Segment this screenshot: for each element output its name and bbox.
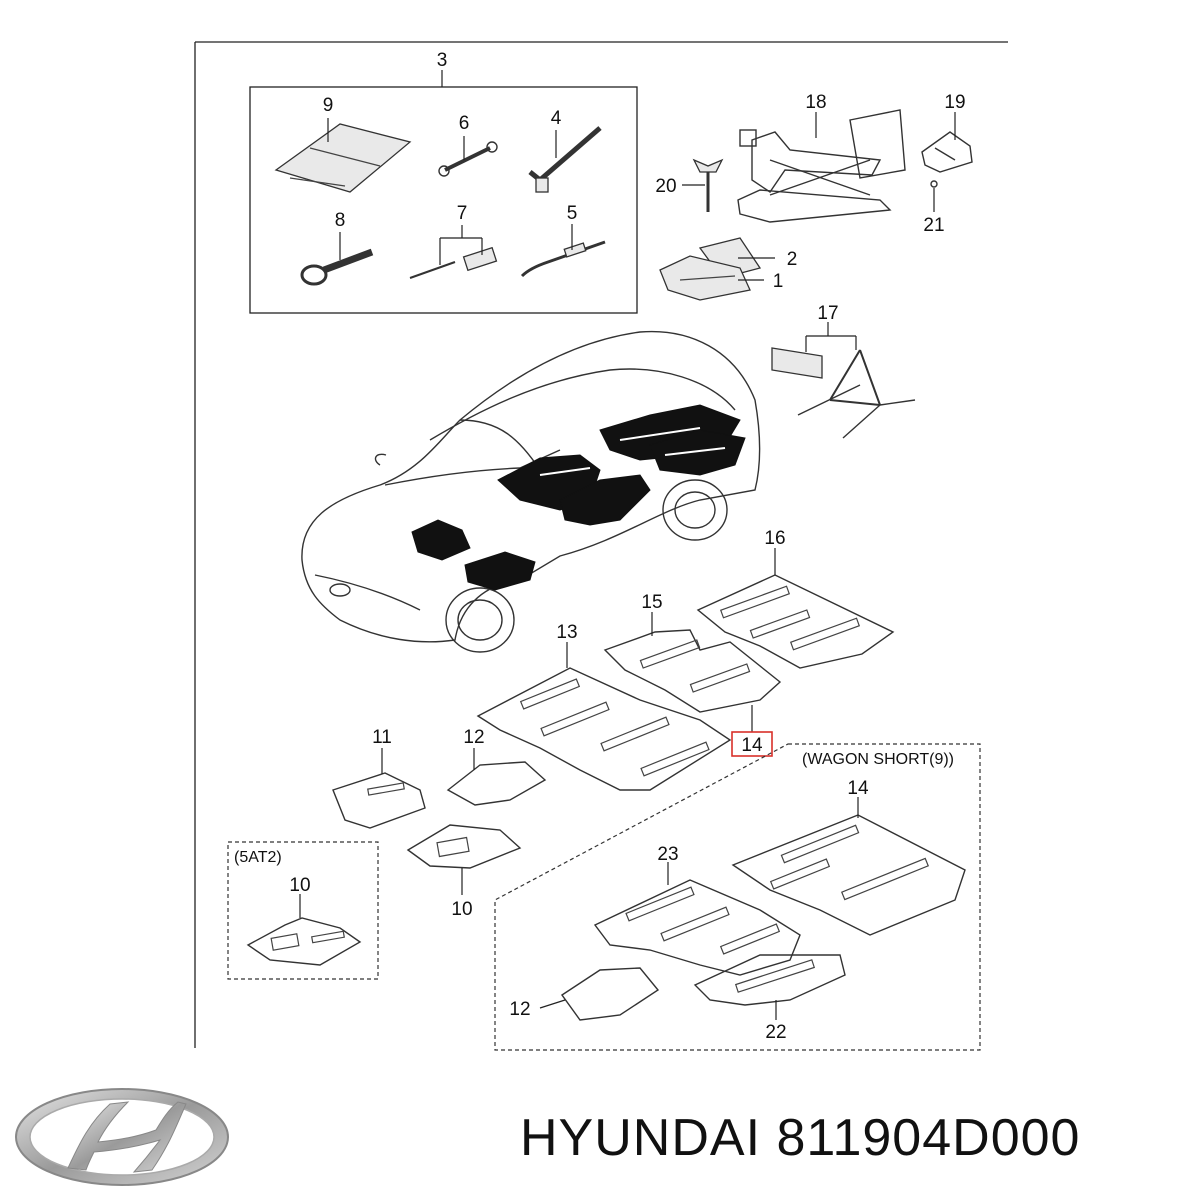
callout-11: 11 <box>372 727 392 748</box>
wrench-part <box>438 141 498 177</box>
mat-12-wagon-part <box>561 967 660 1021</box>
diagram-canvas: 3 9 6 4 8 7 5 <box>194 41 1008 1051</box>
callout-14-highlighted: 14 <box>741 735 763 756</box>
mat-23-part <box>593 879 801 976</box>
callout-9: 9 <box>323 95 334 116</box>
callout-12-wagon: 12 <box>509 999 530 1020</box>
brand-label: HYUNDAI 811904D000 <box>520 1108 1190 1168</box>
mat-16-part <box>696 574 895 669</box>
warning-triangle-part <box>771 347 916 439</box>
callout-16: 16 <box>764 528 785 549</box>
jack-part <box>737 109 906 223</box>
callout-3: 3 <box>437 50 448 71</box>
callout-23: 23 <box>657 844 678 865</box>
gloves-part <box>659 237 762 301</box>
callout-18: 18 <box>805 92 826 113</box>
callout-12: 12 <box>463 727 484 748</box>
at2-note: (5AT2) <box>234 849 282 866</box>
wheel-wrench-part <box>528 126 602 193</box>
towing-hook-part <box>300 248 374 286</box>
van-outline <box>301 330 761 653</box>
callout-8: 8 <box>335 210 346 231</box>
callout-19: 19 <box>944 92 965 113</box>
callout-1: 1 <box>773 271 784 292</box>
jack-bracket-part <box>921 131 973 173</box>
mat-22-part <box>693 954 846 1006</box>
callout-13: 13 <box>556 622 577 643</box>
part-number: 811904D000 <box>776 1109 1081 1167</box>
mat-11-part <box>332 772 426 829</box>
callout-5: 5 <box>567 203 578 224</box>
callout-20: 20 <box>655 176 676 197</box>
callout-10-lower: 10 <box>451 899 472 920</box>
callout-22: 22 <box>765 1022 786 1043</box>
mat-10-part <box>406 824 522 869</box>
callout-14-wagon: 14 <box>847 778 869 799</box>
callout-17: 17 <box>817 303 838 324</box>
at2-variant-box <box>227 841 379 980</box>
mat-14-wagon-part <box>731 814 966 936</box>
screwdriver-part <box>409 246 498 279</box>
toolkit-box <box>249 86 638 314</box>
brand-name: HYUNDAI <box>520 1109 762 1167</box>
mat-12-part <box>446 761 547 806</box>
installed-floor-mats <box>411 404 746 591</box>
callout-21: 21 <box>923 215 944 236</box>
hyundai-logo-icon <box>15 1088 229 1186</box>
wagon-short-note: (WAGON SHORT(9)) <box>802 751 954 768</box>
callout-15: 15 <box>641 592 662 613</box>
tool-bag-part <box>274 123 412 193</box>
mat-15-part <box>603 629 782 713</box>
callout-6: 6 <box>459 113 470 134</box>
jack-handle-part <box>520 240 606 278</box>
small-bolt-part <box>930 180 938 188</box>
callout-10-upper: 10 <box>289 875 310 896</box>
callout-7: 7 <box>457 203 468 224</box>
callout-4: 4 <box>551 108 562 129</box>
mat-13-14-part <box>476 667 732 791</box>
callout-14-highlight-box <box>731 731 773 757</box>
mat-10-variant-part <box>246 917 362 966</box>
wing-bolt-part <box>692 158 724 212</box>
callout-2: 2 <box>787 249 798 270</box>
